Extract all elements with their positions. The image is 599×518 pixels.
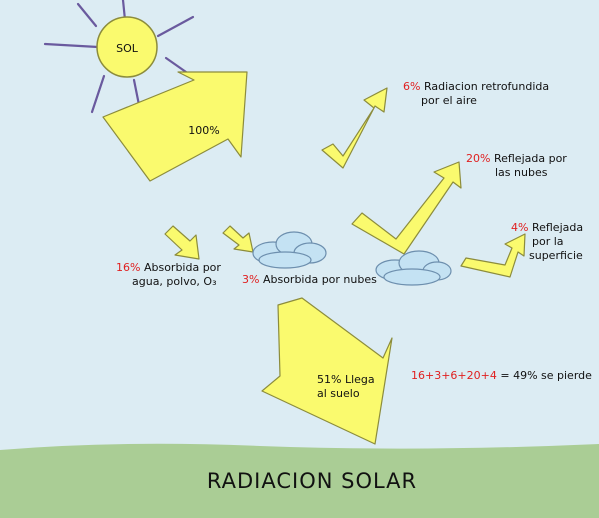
surface-reflect-percent: 4% xyxy=(511,221,528,234)
ground-arrow xyxy=(261,297,393,445)
retro-label-line1: 6% Radiacion retrofundida xyxy=(403,80,549,93)
cloud-right xyxy=(375,250,452,286)
clouds-reflect-label-line2: las nubes xyxy=(495,166,548,179)
absorb-water-arrow xyxy=(164,225,200,260)
loss-sum: 16+3+6+20+4 = 49% se pierde xyxy=(411,369,592,382)
retro-percent: 6% xyxy=(403,80,420,93)
retro-arrow xyxy=(321,87,388,169)
loss-sum-result: = 49% se pierde xyxy=(500,369,592,382)
sun-label: SOL xyxy=(116,42,139,55)
sun-icon xyxy=(43,0,195,114)
surface-reflect-label-line2: por la xyxy=(532,235,564,248)
surface-reflect-arrow xyxy=(460,233,526,278)
surface-reflect-label-line1: 4% Reflejada xyxy=(511,221,583,234)
absorb-cloud-arrow xyxy=(222,225,254,253)
loss-sum-expr: 16+3+6+20+4 xyxy=(411,369,497,382)
page-title: RADIACION SOLAR xyxy=(207,469,417,493)
ground xyxy=(0,443,599,518)
ground-label-line1: 51% Llega xyxy=(317,373,375,386)
ground-label-line2: al suelo xyxy=(317,387,360,400)
surface-reflect-label-line3: superficie xyxy=(529,249,583,262)
absorb-water-label-line2: agua, polvo, O₃ xyxy=(132,275,217,288)
clouds-reflect-arrow xyxy=(351,161,462,255)
cloud-left xyxy=(252,231,327,269)
incoming-label: 100% xyxy=(188,124,219,137)
absorb-cloud-percent: 3% xyxy=(242,273,259,286)
absorb-water-percent: 16% xyxy=(116,261,140,274)
clouds-reflect-label-line1: 20% Reflejada por xyxy=(466,152,567,165)
incoming-arrow xyxy=(102,71,248,182)
absorb-water-label-line1: 16% Absorbida por xyxy=(116,261,221,274)
retro-label-line2: por el aire xyxy=(421,94,477,107)
absorb-cloud-label: 3% Absorbida por nubes xyxy=(242,273,377,286)
clouds-reflect-percent: 20% xyxy=(466,152,490,165)
